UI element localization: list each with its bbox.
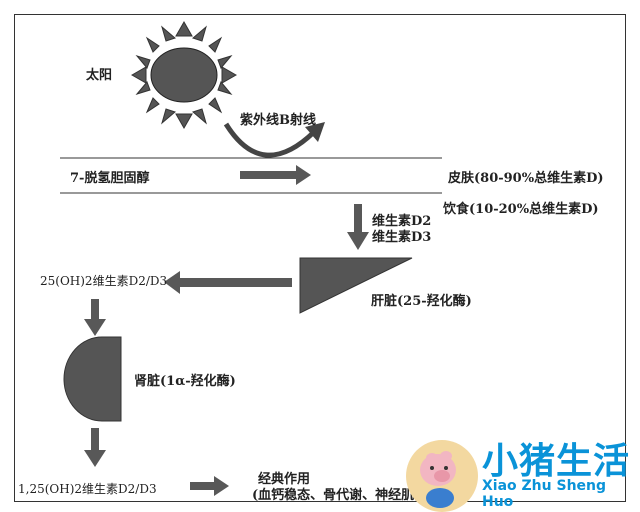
- sun-label: 太阳: [86, 68, 113, 83]
- liver-to-calcidiol-arrow: [164, 271, 292, 294]
- skin-label: 皮肤(80-90%总维生素D): [448, 171, 604, 186]
- classic-effects-detail: (血钙稳态、骨代谢、神经肌肉功能): [252, 488, 460, 503]
- down-arrow-to-kidney: [84, 299, 106, 336]
- classic-effects-title: 经典作用: [258, 472, 311, 487]
- uvb-curved-arrow: [223, 122, 325, 158]
- vitamin-d2-label: 维生素D2: [372, 214, 432, 229]
- watermark-name-cn: 小猪生活: [482, 441, 631, 482]
- watermark-name-en: Xiao Zhu Sheng Huo: [482, 478, 607, 510]
- kidney-shape: [63, 336, 122, 422]
- calcitriol-to-effects-arrow: [190, 476, 229, 496]
- down-arrow-to-calcitriol: [84, 428, 106, 467]
- uvb-label: 紫外线B射线: [240, 113, 316, 128]
- liver-shape: [299, 257, 413, 314]
- down-arrow-to-liver: [347, 204, 369, 250]
- vitamin-d3-label: 维生素D3: [372, 230, 432, 245]
- skin-conversion-arrow: [240, 165, 311, 185]
- sun-icon: [130, 20, 238, 130]
- diet-label: 饮食(10-20%总维生素D): [443, 202, 599, 217]
- calcidiol-label: 25(OH)2维生素D2/D3: [40, 274, 168, 288]
- dehydrocholesterol-label: 7-脱氢胆固醇: [70, 171, 150, 186]
- diagram-frame: [14, 14, 626, 502]
- pig-mascot-icon: [406, 440, 478, 512]
- calcitriol-label: 1,25(OH)2维生素D2/D3: [18, 482, 157, 496]
- watermark-badge: 小猪生活 Xiao Zhu Sheng Huo: [402, 432, 638, 512]
- kidney-label: 肾脏(1α-羟化酶): [134, 374, 236, 389]
- liver-label: 肝脏(25-羟化酶): [371, 294, 472, 309]
